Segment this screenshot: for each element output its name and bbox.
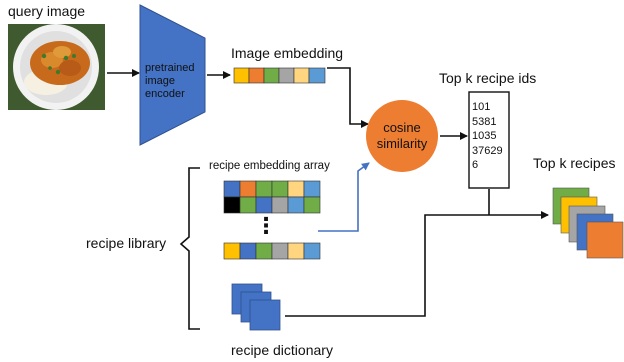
- recipe-dictionary-stack: [231, 283, 281, 331]
- recipe-ids-list: 101 5381 1035 37629 6: [472, 100, 503, 173]
- recipe-ids-box: [468, 91, 510, 189]
- arrow-array-to-cosine: [318, 162, 370, 232]
- recipe-id: 1035: [472, 130, 497, 142]
- query-image-label: query image: [8, 3, 86, 19]
- query-image: [8, 24, 105, 110]
- image-embedding-vector: [233, 67, 326, 84]
- top-k-ids-label: Top k recipe ids: [439, 70, 537, 86]
- library-bracket: [179, 167, 200, 330]
- arrow-dictionary-to-recipes: [285, 211, 549, 317]
- encoder-label: pretrained image encoder: [145, 62, 207, 101]
- recipe-id: 37629: [472, 144, 503, 157]
- recipe-id: 6: [472, 159, 479, 171]
- image-embedding-label: Image embedding: [231, 45, 344, 61]
- encoder-label-line-3: encoder: [145, 88, 185, 100]
- recipe-library-label: recipe library: [86, 235, 167, 251]
- recipe-embedding-array-label: recipe embedding array: [209, 160, 330, 172]
- cosine-similarity-node: cosine similarity: [366, 100, 438, 172]
- recipe-id: 5381: [472, 115, 497, 128]
- cosine-label-line-2: similarity: [376, 136, 428, 151]
- recipe-dictionary-label: recipe dictionary: [231, 342, 333, 358]
- encoder-block: [139, 4, 206, 146]
- recipe-embedding-array: [223, 180, 321, 260]
- top-k-recipes-label: Top k recipes: [533, 155, 616, 171]
- top-k-recipes-stack: [552, 187, 624, 259]
- arrow-embedding-to-cosine: [327, 67, 369, 128]
- encoder-label-line-1: pretrained: [145, 62, 195, 74]
- recipe-id: 101: [472, 101, 491, 113]
- cosine-label-line-1: cosine: [383, 120, 421, 135]
- encoder-label-line-2: image: [145, 75, 175, 87]
- ellipsis-vertical: ⋮: [255, 213, 277, 238]
